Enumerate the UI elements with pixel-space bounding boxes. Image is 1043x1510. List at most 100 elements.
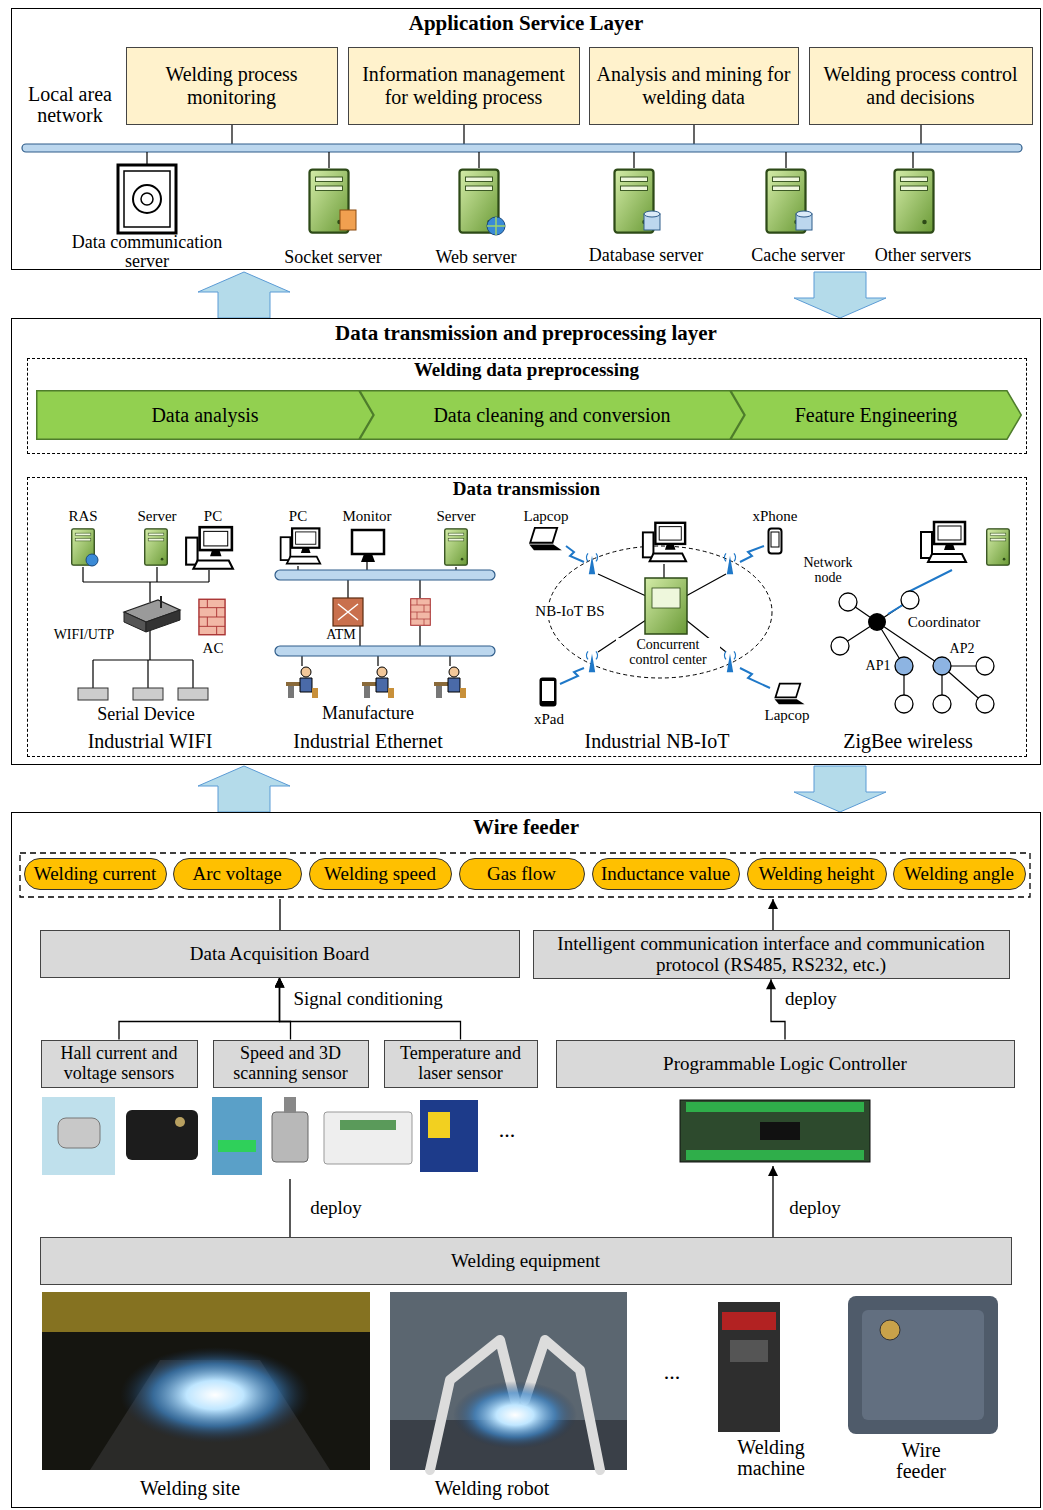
box-label: Welding process monitoring	[133, 63, 331, 109]
box-label: Welding process control and decisions	[816, 63, 1026, 109]
box-label: Welding height	[758, 863, 874, 885]
device-box: Welding equipment	[40, 1237, 1012, 1285]
layer-panel: Welding process monitoringInformation ma…	[11, 8, 1041, 270]
block-arrow	[198, 272, 290, 318]
connector-label: deploy	[783, 989, 839, 1010]
server-icon	[895, 170, 934, 233]
wifi-network	[146, 610, 180, 632]
ethernet-network	[352, 530, 384, 554]
nb-iot-network	[652, 588, 680, 608]
device-label: xPhone	[747, 509, 803, 525]
wifi-network	[72, 527, 233, 700]
ellipsis-mark: ...	[652, 1360, 692, 1383]
welding-photo	[42, 1292, 998, 1470]
sensor-photo	[218, 1140, 256, 1152]
block-arrow	[198, 272, 886, 812]
server-icon	[133, 185, 161, 213]
parameter-pill: Welding current	[24, 858, 167, 890]
device-box: Data Acquisition Board	[40, 930, 520, 978]
sensor-photo	[324, 1112, 412, 1164]
sensor-photo	[340, 1120, 396, 1130]
wifi-network	[86, 554, 98, 566]
chevron-shape	[360, 391, 745, 440]
wifi-network	[199, 599, 225, 634]
network-caption: ZigBee wireless	[823, 731, 993, 752]
chevron-shape	[37, 391, 374, 440]
zigbee-network	[840, 600, 985, 704]
zigbee-network	[839, 593, 857, 611]
network-label: Local area network	[15, 84, 125, 126]
zigbee-network	[895, 657, 913, 675]
server-label: Web server	[421, 248, 531, 267]
layer-panel: Welding current Arc voltageWelding speed G…	[11, 812, 1041, 1508]
device-label: Network node	[796, 556, 860, 585]
device-label: AP2	[947, 642, 977, 657]
nb-iot-network	[586, 553, 597, 574]
box-label: Welding current	[34, 863, 156, 885]
box-label: Welding equipment	[451, 1250, 600, 1272]
parameter-frame	[280, 899, 773, 930]
box-label: Data cleaning and conversion	[433, 404, 670, 427]
ethernet-network	[338, 604, 358, 620]
sensor-photo	[212, 1097, 262, 1175]
server-label: Data communication server	[57, 233, 237, 271]
server-label: Other servers	[863, 246, 983, 265]
parameter-frame	[20, 853, 1030, 1237]
nb-iot-network	[643, 523, 686, 561]
box-label: Gas flow	[487, 863, 556, 885]
ethernet-network	[411, 599, 431, 626]
welding-photo	[390, 1292, 627, 1470]
ethernet-network	[275, 528, 495, 698]
photo-caption: Welding robot	[412, 1478, 572, 1499]
layer-panel: Data analysis Data cleaning and conversio…	[11, 318, 1041, 765]
parameter-pill: Arc voltage	[173, 858, 302, 890]
network-caption: Industrial NB-IoT	[567, 731, 747, 752]
group-heading: Data transmission	[28, 478, 1026, 500]
device-label: ATM	[324, 628, 358, 643]
deploy-label: deploy	[785, 1198, 845, 1218]
ethernet-network	[275, 570, 495, 580]
zigbee-network	[933, 695, 951, 713]
server-label: Cache server	[738, 246, 858, 265]
parameter-frame	[20, 853, 1030, 897]
box-label: Welding angle	[904, 863, 1014, 885]
device-label: WIFI/UTP	[46, 628, 122, 643]
welding-photo	[42, 1292, 370, 1470]
network-caption: Industrial WIFI	[70, 731, 230, 752]
box-label: Analysis and mining for welding data	[596, 63, 792, 109]
zigbee-network	[831, 637, 849, 655]
box-label: Feature Engineering	[795, 404, 958, 427]
parameter-pill: Welding height	[747, 858, 887, 890]
box-label: Data analysis	[151, 404, 258, 427]
zigbee-network	[831, 522, 1009, 713]
lan-bus	[147, 152, 913, 168]
box-label: Programmable Logic Controller	[663, 1053, 907, 1075]
lan-bus	[22, 125, 1022, 168]
device-label: RAS	[63, 509, 103, 525]
connector-label: Signal conditioning	[292, 989, 445, 1010]
block-arrow	[794, 272, 886, 318]
welding-photo	[42, 1292, 370, 1332]
deploy-label: deploy	[306, 1198, 366, 1218]
service-box: Welding process monitoring	[126, 47, 338, 125]
group-heading: Welding data preprocessing	[28, 359, 1026, 381]
ethernet-network	[333, 598, 363, 626]
process-chevron: Data analysis	[36, 390, 374, 440]
sensor-photo	[272, 1112, 308, 1162]
welding-photo	[120, 1347, 310, 1443]
sensor-photo	[284, 1097, 296, 1113]
connector-arrow	[119, 978, 280, 1040]
server-icon	[487, 217, 505, 235]
zigbee-network	[976, 695, 994, 713]
block-arrow	[198, 766, 290, 812]
connector-arrow	[280, 978, 461, 1040]
welding-photo	[880, 1320, 900, 1340]
device-label: NB-IoT BS	[530, 604, 610, 620]
server-icon	[340, 210, 356, 230]
server-icon	[141, 193, 153, 205]
parameter-pill: Welding speed	[309, 858, 452, 890]
welding-photo	[430, 1340, 600, 1470]
sensor-photo	[42, 1097, 115, 1175]
box-label: Inductance value	[601, 863, 730, 885]
nb-iot-network	[775, 684, 805, 705]
